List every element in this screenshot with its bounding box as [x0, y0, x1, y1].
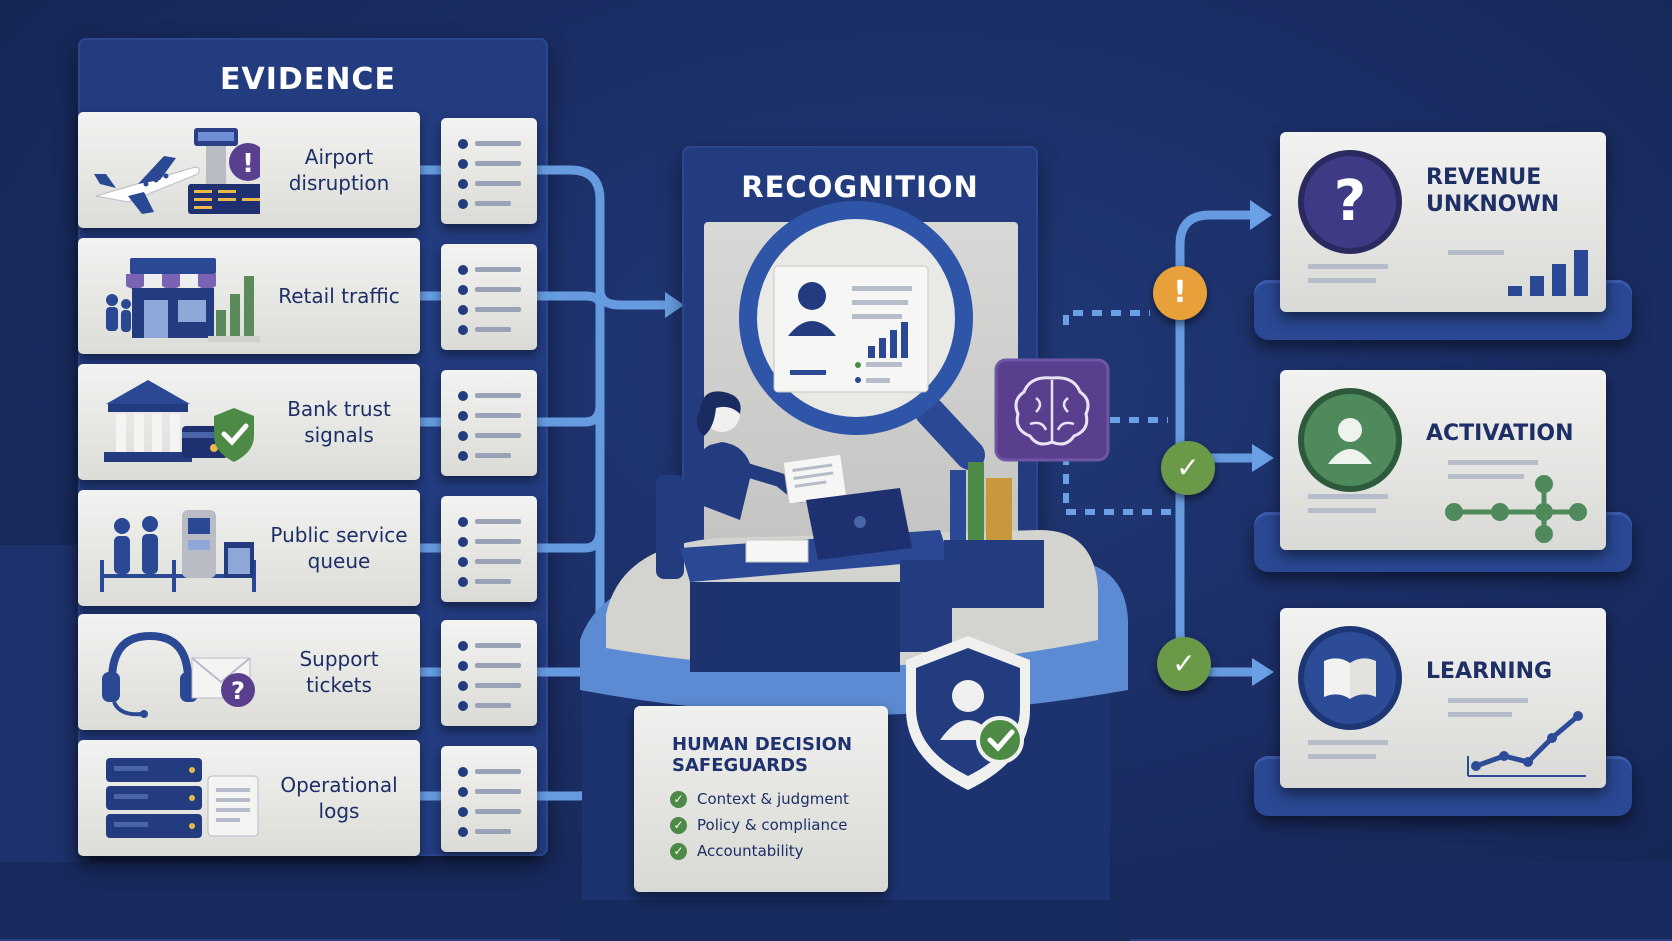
list-icon: [458, 265, 521, 335]
evidence-label-airport: Airport disruption: [288, 145, 390, 195]
store-icon: [106, 258, 260, 342]
evidence-list-card: [441, 244, 537, 350]
svg-text:!: !: [242, 149, 254, 179]
evidence-card-public: Public service queue: [78, 490, 420, 606]
evidence-list-card: [441, 620, 537, 726]
bank-icon: [104, 380, 254, 462]
evidence-label-logs: Operational logs: [280, 773, 398, 823]
evidence-title: EVIDENCE: [220, 62, 396, 97]
warning-status-icon: !: [1153, 266, 1207, 320]
svg-text:?: ?: [231, 677, 245, 705]
list-icon: [458, 767, 521, 837]
server-icon: [106, 758, 259, 838]
safeguard-item: ✓Context & judgment: [670, 788, 880, 810]
check-icon: ✓: [670, 817, 687, 834]
outcome-title-revenue: REVENUE UNKNOWN: [1426, 165, 1560, 217]
evidence-label-public: Public service queue: [270, 523, 408, 573]
evidence-list-card: [441, 746, 537, 852]
evidence-label-retail: Retail traffic: [278, 284, 400, 308]
evidence-list-card: [441, 118, 537, 224]
queue-icon: [100, 510, 256, 592]
check-icon: ✓: [670, 843, 687, 860]
safeguards-card: HUMAN DECISION SAFEGUARDS ✓Context & jud…: [634, 706, 888, 892]
evidence-list-card: [441, 496, 537, 602]
check-status-icon: ✓: [1161, 441, 1215, 495]
book-icon: [1304, 632, 1396, 724]
check-status-icon: ✓: [1157, 637, 1211, 691]
recognition-title: RECOGNITION: [741, 170, 979, 204]
evidence-card-retail: Retail traffic: [78, 238, 420, 354]
evidence-list-card: [441, 370, 537, 476]
list-icon: [458, 139, 521, 209]
safeguard-item: ✓Accountability: [670, 840, 880, 862]
headset-icon: ?: [102, 631, 255, 718]
evidence-card-logs: Operational logs: [78, 740, 420, 856]
evidence-card-bank: Bank trust signals: [78, 364, 420, 480]
question-icon: ?: [1304, 156, 1396, 248]
evidence-card-airport: ! Airport disruption: [78, 112, 420, 228]
evidence-card-support: ? Support tickets: [78, 614, 420, 730]
airport-icon: !: [94, 128, 260, 214]
list-icon: [458, 391, 521, 461]
network-icon: [1308, 460, 1587, 543]
bar-chart-icon: [1308, 250, 1588, 296]
safeguards-title: HUMAN DECISION SAFEGUARDS: [672, 734, 853, 776]
person-icon: [1304, 394, 1396, 486]
outcome-title-activation: ACTIVATION: [1426, 421, 1574, 446]
list-icon: [458, 641, 521, 711]
outcome-card-activation: ACTIVATION: [1280, 370, 1606, 550]
outcome-title-learning: LEARNING: [1426, 659, 1553, 684]
check-icon: ✓: [670, 791, 687, 808]
outcome-card-learning: LEARNING: [1280, 608, 1606, 788]
line-chart-icon: [1308, 698, 1586, 777]
evidence-label-bank: Bank trust signals: [287, 397, 391, 447]
outcome-card-revenue: ? REVENUE UNKNOWN: [1280, 132, 1606, 312]
safeguard-item: ✓Policy & compliance: [670, 814, 880, 836]
evidence-label-support: Support tickets: [299, 647, 379, 697]
list-icon: [458, 517, 521, 587]
